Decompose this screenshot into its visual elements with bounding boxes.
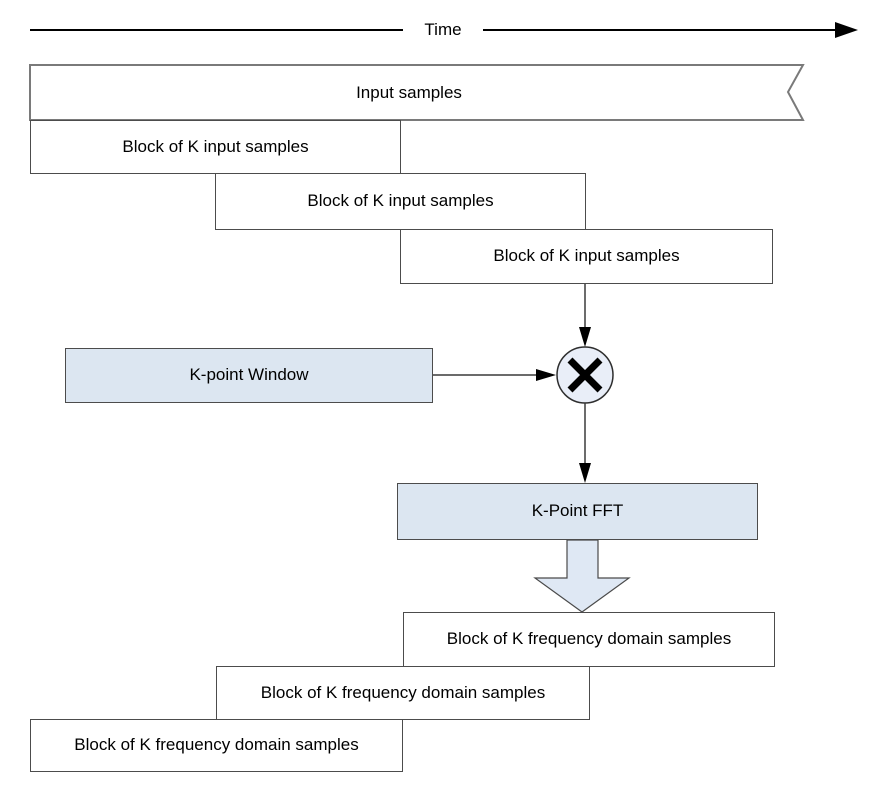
arrow-window-to-multiplier xyxy=(433,369,556,381)
k-point-fft-box: K-Point FFT xyxy=(397,483,758,540)
arrow-block3-to-multiplier xyxy=(579,284,591,347)
arrow-multiplier-to-fft xyxy=(579,403,591,483)
time-arrowhead-icon xyxy=(835,22,858,38)
input-block-1: Block of K input samples xyxy=(30,120,401,174)
k-point-fft-label: K-Point FFT xyxy=(531,501,624,521)
down-arrowhead-icon xyxy=(579,327,591,347)
time-axis-label: Time xyxy=(403,18,483,42)
k-point-window-label: K-point Window xyxy=(189,365,309,385)
freq-block-1-label: Block of K frequency domain samples xyxy=(446,629,732,649)
block-down-arrow xyxy=(533,539,631,613)
input-samples-banner xyxy=(29,64,805,121)
input-samples-label: Input samples xyxy=(356,82,462,102)
freq-block-3-label: Block of K frequency domain samples xyxy=(74,735,359,755)
down-arrowhead-icon xyxy=(579,463,591,483)
input-block-2-label: Block of K input samples xyxy=(307,191,494,211)
freq-block-3: Block of K frequency domain samples xyxy=(30,719,403,772)
right-arrowhead-icon xyxy=(536,369,556,381)
k-point-window-box: K-point Window xyxy=(65,348,433,403)
input-block-3-label: Block of K input samples xyxy=(493,246,680,266)
input-block-3: Block of K input samples xyxy=(400,229,773,284)
freq-block-1: Block of K frequency domain samples xyxy=(403,612,775,667)
freq-block-2-label: Block of K frequency domain samples xyxy=(260,682,546,702)
multiply-icon xyxy=(556,346,614,404)
input-block-2: Block of K input samples xyxy=(215,173,586,230)
input-block-1-label: Block of K input samples xyxy=(122,136,309,156)
freq-block-2: Block of K frequency domain samples xyxy=(216,666,590,720)
